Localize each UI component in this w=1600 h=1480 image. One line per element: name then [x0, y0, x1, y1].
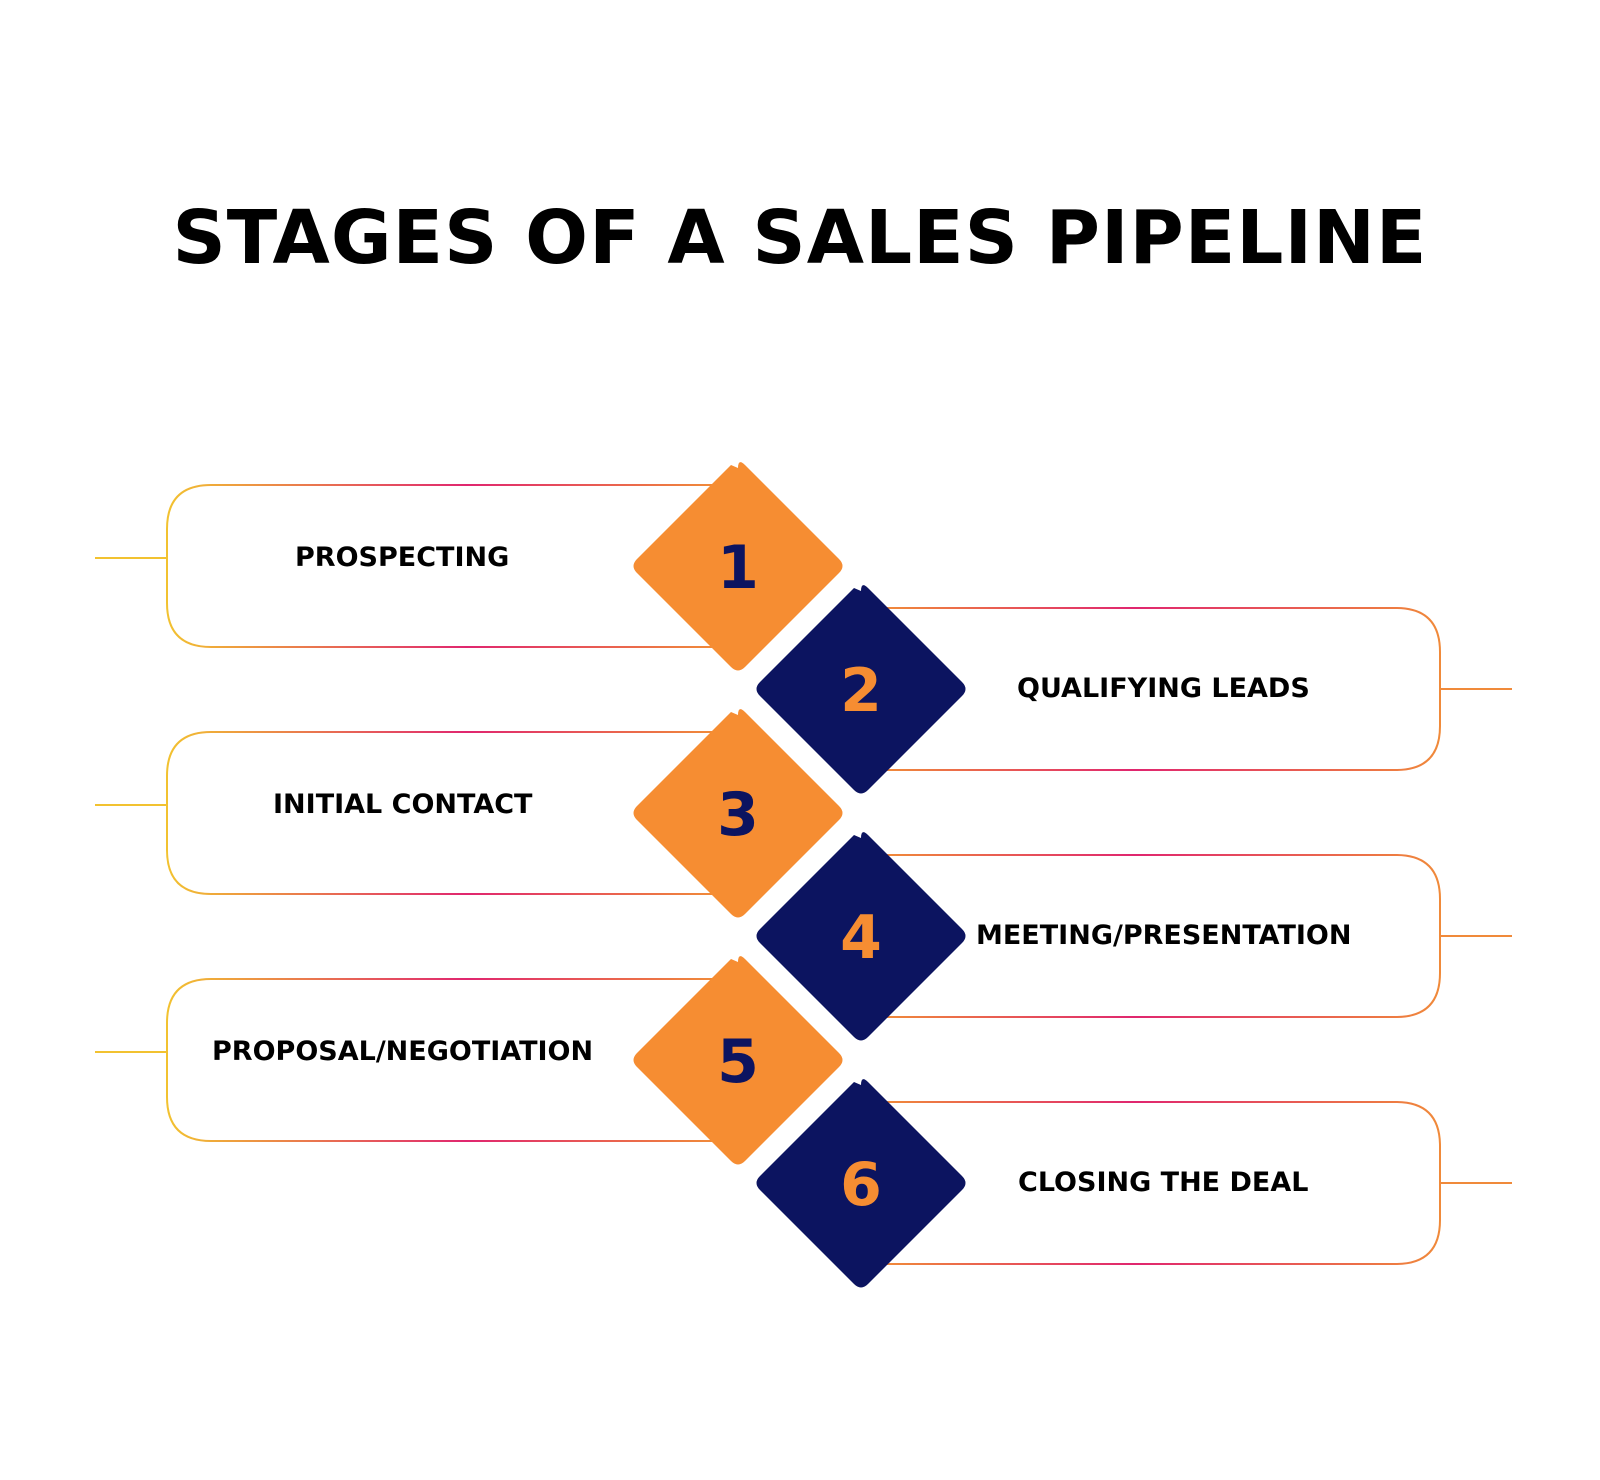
stage-6-diamond [756, 1079, 966, 1288]
stage-1-number: 1 [717, 533, 759, 603]
stage-5-number: 5 [717, 1027, 759, 1097]
stage-3-diamond [633, 709, 843, 918]
stage-4-diamond [756, 832, 966, 1041]
stage-3-number: 3 [717, 780, 759, 850]
stage-4-number: 4 [840, 903, 882, 973]
stage-2-label: QUALIFYING LEADS [1017, 673, 1310, 704]
stage-pills [95, 484, 1512, 1265]
stage-5-label: PROPOSAL/NEGOTIATION [212, 1036, 594, 1067]
stage-3-label: INITIAL CONTACT [273, 789, 533, 820]
stage-1-label: PROSPECTING [295, 542, 510, 573]
stage-3-outline [166, 731, 712, 895]
stage-6-number: 6 [840, 1150, 882, 1220]
stage-6-label: CLOSING THE DEAL [1018, 1167, 1309, 1198]
stage-5-outline [166, 978, 712, 1142]
page-title: STAGES OF A SALES PIPELINE [172, 195, 1428, 281]
stage-4-label: MEETING/PRESENTATION [976, 920, 1352, 951]
stage-5-diamond [633, 956, 843, 1165]
stage-1-diamond [633, 462, 843, 671]
stage-diamonds: 1 2 3 4 5 6 [633, 462, 966, 1288]
stage-2-number: 2 [840, 656, 882, 726]
stage-1-outline [166, 484, 712, 648]
stage-2-diamond [756, 585, 966, 794]
